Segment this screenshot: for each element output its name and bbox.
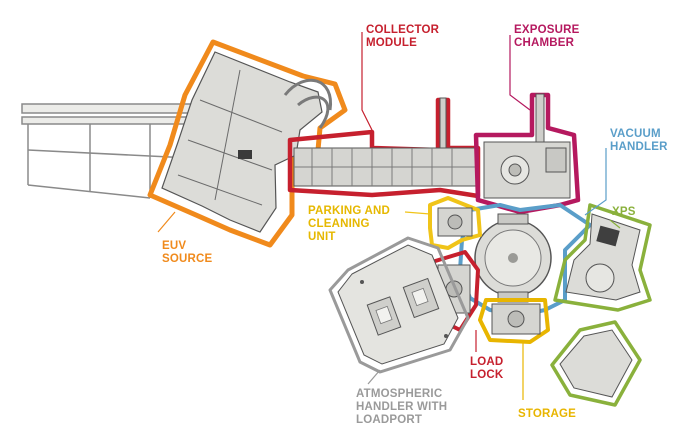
atmospheric-leader (367, 369, 381, 385)
euv-source-body (161, 51, 323, 233)
label-load-lock: LOAD LOCK (470, 356, 504, 381)
euv-source-outline (147, 39, 348, 248)
xps-detector (596, 225, 620, 247)
xps-module (553, 203, 652, 312)
parking-leader (404, 211, 431, 215)
label-euv-source: EUV SOURCE (162, 240, 213, 265)
atmospheric-handler (328, 236, 470, 374)
label-xps: XPS (612, 206, 636, 218)
euv-leader (157, 211, 176, 233)
exposure-leader (509, 35, 531, 111)
exposure-chamber (473, 92, 581, 215)
storage-lower-unit (550, 320, 642, 407)
parking-cleaning-outline (428, 196, 482, 250)
xps-outline (553, 203, 652, 312)
euv-source-cables (283, 78, 332, 129)
label-vacuum-handler: VACUUM HANDLER (610, 128, 668, 153)
collector-leader (361, 32, 373, 131)
storage-lower-outline (550, 320, 642, 407)
vacuum-leader (584, 148, 607, 216)
label-exposure-chamber: EXPOSURE CHAMBER (514, 24, 580, 49)
parking-cleaning-unit (428, 196, 482, 250)
atmospheric-handler-body (337, 244, 459, 365)
label-storage: STORAGE (518, 408, 577, 420)
atmospheric-handler-outline (328, 236, 470, 374)
leader-lines (157, 32, 621, 400)
collector-mast (439, 97, 447, 149)
euv-source-panel (238, 150, 252, 159)
storage-unit (478, 298, 550, 344)
storage-outline (478, 298, 550, 344)
xps-body (565, 213, 641, 301)
label-atmospheric-handler: ATMOSPHERIC HANDLER WITH LOADPORT (356, 388, 448, 426)
euv-source-module (147, 39, 348, 248)
exposure-chamber-mast (535, 93, 545, 143)
label-parking-cleaning: PARKING AND CLEANING UNIT (308, 205, 391, 243)
collector-module (287, 97, 481, 199)
label-collector-module: COLLECTOR MODULE (366, 24, 440, 49)
xps-leader (609, 219, 621, 229)
